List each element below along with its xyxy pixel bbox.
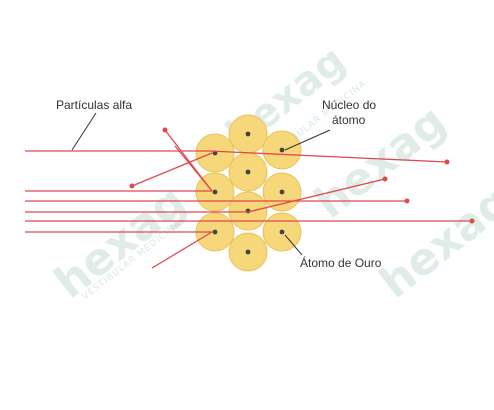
ray-end-dot <box>129 183 135 189</box>
nucleus-group <box>212 131 285 255</box>
nucleus-label-line1: Núcleo do <box>322 98 376 112</box>
watermark: hexag hexag hexag hexag VESTIBULAR MEDIC… <box>45 37 494 308</box>
nucleus <box>245 131 251 137</box>
watermark-brand-left: hexag <box>45 176 195 309</box>
alpha-particles-label: Partículas alfa <box>56 98 132 112</box>
gold-atom-label-leader <box>284 234 303 256</box>
nucleus <box>279 147 285 153</box>
alpha-ray-deflected <box>131 152 213 187</box>
ray-end-dot <box>469 218 475 224</box>
alpha-label-leader <box>71 112 97 151</box>
nucleus <box>212 229 218 235</box>
alpha-ray-straight <box>209 150 448 163</box>
alpha-ray-incoming <box>174 145 213 192</box>
nucleus <box>279 189 285 195</box>
alpha-particle-rays <box>25 129 472 269</box>
watermark-brand-far-right: hexag <box>370 176 494 309</box>
nucleus <box>279 229 285 235</box>
ray-end-dot <box>444 159 450 165</box>
ray-endpoints <box>129 127 475 224</box>
ray-end-dot <box>162 127 168 133</box>
ray-end-dot <box>404 198 410 204</box>
nucleus-label-line2: átomo <box>332 113 366 127</box>
leader-lines <box>71 112 331 256</box>
gold-atom-label: Átomo de Ouro <box>300 255 382 270</box>
alpha-ray-deflected <box>151 231 213 269</box>
nucleus <box>212 189 218 195</box>
nucleus-label-leader <box>284 129 331 151</box>
nucleus <box>245 169 251 175</box>
gold-atom-cluster <box>195 114 302 272</box>
alpha-ray-deflected <box>247 178 386 213</box>
nucleus <box>245 249 251 255</box>
ray-end-dot <box>382 176 388 182</box>
